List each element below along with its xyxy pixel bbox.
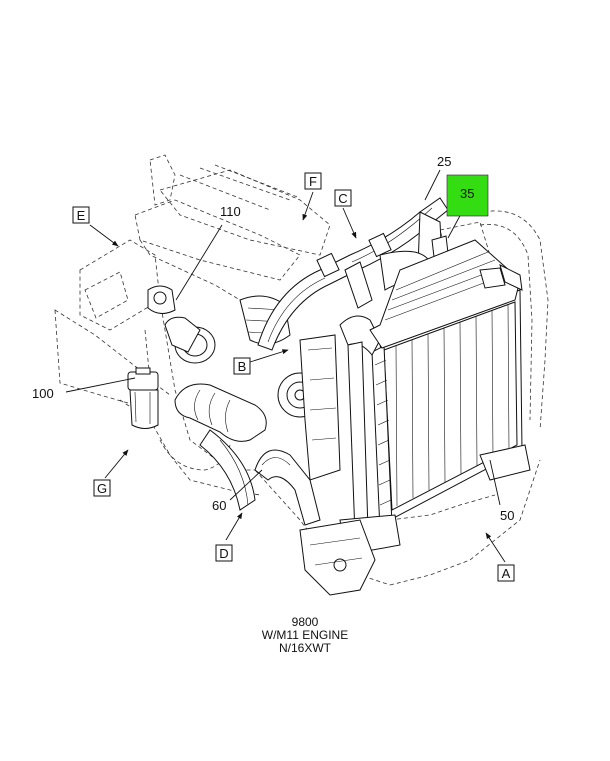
view-arrow-a: [485, 532, 506, 563]
leader-100: [65, 377, 136, 393]
leader-50: [489, 459, 501, 506]
view-arrows: [89, 191, 506, 563]
caption-line-2: W/M11 ENGINE: [261, 628, 349, 642]
svg-text:F: F: [309, 174, 317, 189]
fuel-filter-assembly: [127, 367, 159, 429]
svg-text:B: B: [238, 359, 247, 374]
view-box-e[interactable]: E: [72, 206, 90, 224]
leader-35: [447, 211, 463, 239]
callout-60: 60: [212, 498, 226, 513]
view-arrow-g: [104, 449, 129, 479]
view-box-b[interactable]: B: [233, 357, 251, 375]
svg-text:A: A: [502, 566, 511, 581]
view-arrow-d: [225, 512, 243, 541]
callout-100: 100: [32, 386, 54, 401]
callout-35-highlight[interactable]: [446, 174, 489, 217]
callout-25: 25: [437, 154, 451, 169]
caption-line-1: 9800: [291, 615, 319, 629]
callout-35[interactable]: 35: [460, 186, 474, 201]
svg-text:E: E: [77, 208, 86, 223]
view-arrow-e: [89, 224, 119, 247]
svg-text:C: C: [338, 191, 347, 206]
callout-50: 50: [500, 508, 514, 523]
caption-line-3: N/16XWT: [278, 641, 331, 655]
callout-110: 110: [220, 204, 241, 219]
svg-text:D: D: [219, 546, 228, 561]
leader-110: [175, 224, 223, 301]
view-box-c[interactable]: C: [334, 189, 352, 207]
engine-front-components: [147, 285, 341, 481]
leader-60: [229, 469, 263, 501]
view-box-d[interactable]: D: [215, 544, 233, 562]
view-arrow-b: [249, 349, 289, 363]
charge-air-hoses: [164, 316, 267, 511]
view-box-g[interactable]: G: [93, 479, 111, 497]
view-box-a[interactable]: A: [497, 564, 515, 582]
view-arrow-c: [342, 207, 357, 239]
callout-leaders: [65, 169, 501, 506]
lower-coolant-hose: [254, 449, 321, 526]
leader-25: [424, 169, 441, 201]
view-arrow-f: [302, 191, 314, 221]
svg-text:G: G: [97, 481, 107, 496]
view-box-f[interactable]: F: [304, 172, 322, 190]
